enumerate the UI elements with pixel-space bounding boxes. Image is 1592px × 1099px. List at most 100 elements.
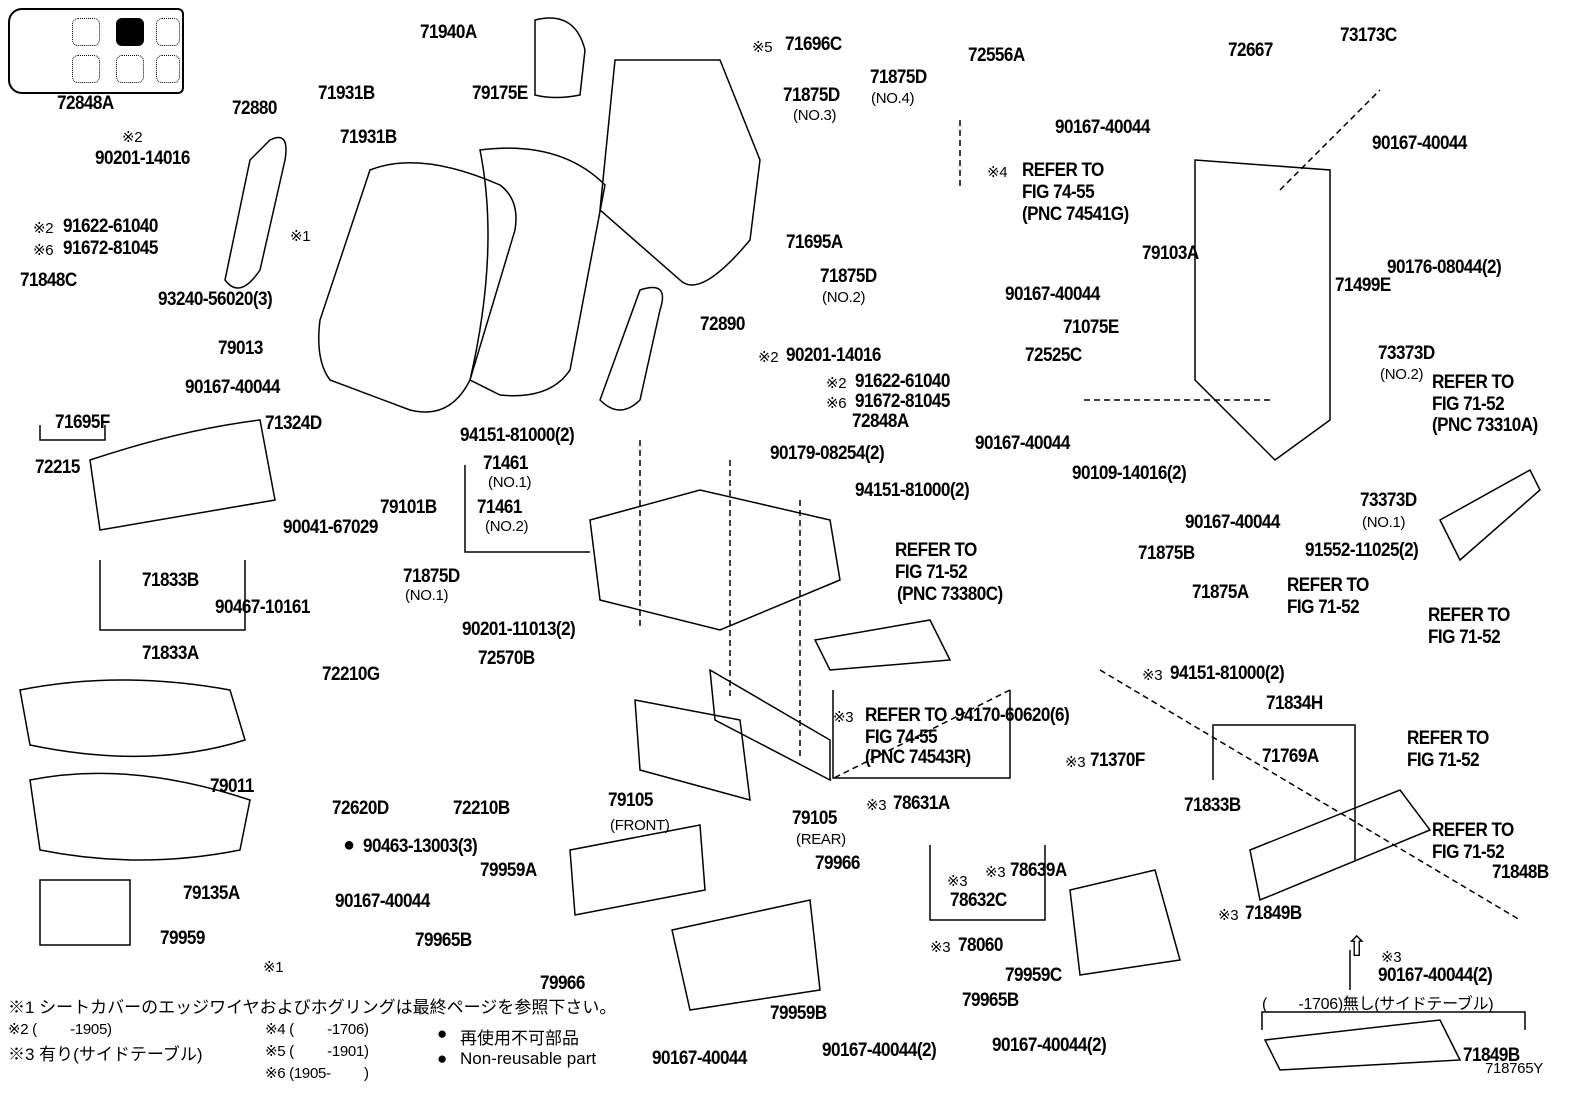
- part-label: 73173C: [1340, 25, 1397, 46]
- part-label: 91622-61040: [63, 216, 158, 237]
- ref-label: REFER TO: [1407, 728, 1489, 749]
- mark: ※3: [1381, 949, 1402, 966]
- seat-front-right: [72, 55, 100, 83]
- part-label: 94151-81000(2): [855, 480, 970, 501]
- part-label: 73373D: [1378, 343, 1435, 364]
- part-label: 71075E: [1063, 317, 1119, 338]
- part-label: 71834H: [1266, 693, 1323, 714]
- part-label: 90167-40044: [335, 891, 430, 912]
- part-label: 71833B: [1184, 795, 1241, 816]
- part-label: 71875D: [870, 67, 927, 88]
- ref-label: REFER TO: [1022, 160, 1104, 181]
- seat-belt: [1439, 468, 1541, 562]
- part-label: 71769A: [1262, 746, 1319, 767]
- part-label: 71849B: [1463, 1045, 1520, 1066]
- mark: ※5: [752, 39, 773, 56]
- sub-label: (NO.1): [405, 587, 449, 604]
- mark: ※4: [987, 164, 1008, 181]
- part-label: 79959B: [770, 1003, 827, 1024]
- seat-track-rear: [709, 668, 831, 782]
- sub-label: (NO.1): [1362, 514, 1406, 531]
- part-label: 71875A: [1192, 582, 1249, 603]
- sub-label: (REAR): [796, 831, 846, 848]
- part-label: 78632C: [950, 890, 1007, 911]
- part-label: 71695A: [786, 232, 843, 253]
- sub-label: (NO.2): [1380, 366, 1424, 383]
- mark: ※3: [1142, 667, 1163, 684]
- side-cover: [224, 136, 287, 289]
- ref-label: FIG 71-52: [1428, 627, 1501, 648]
- cover-72215: [89, 419, 276, 531]
- sub-label: (FRONT): [610, 817, 670, 834]
- headrest: [534, 17, 586, 99]
- side-table-note: ( -1706)無し(サイドテーブル): [1262, 996, 1494, 1013]
- part-label: 72210B: [453, 798, 510, 819]
- legend-en: Non-reusable part: [460, 1049, 597, 1068]
- note-3: ※3 有り(サイドテーブル): [8, 1045, 203, 1064]
- ref-label: FIG 74-55: [1022, 182, 1095, 203]
- part-label: 90179-08254(2): [770, 443, 885, 464]
- part-label: 71875D: [783, 85, 840, 106]
- ref-label: FIG 71-52: [1432, 842, 1505, 863]
- seat-track-front: [634, 699, 751, 802]
- part-label: 71848C: [20, 270, 77, 291]
- sub-label: (NO.4): [871, 90, 915, 107]
- part-label: 71696C: [785, 34, 842, 55]
- cushion-frame: [589, 489, 841, 631]
- part-label: 79966: [815, 853, 860, 874]
- part-label: 94151-81000(2): [1170, 663, 1285, 684]
- part-label: 90463-13003(3): [363, 836, 478, 857]
- mark: ※3: [985, 864, 1006, 881]
- note-5: ※5 ( -1901): [265, 1043, 369, 1060]
- seat-3rd-row: [156, 18, 180, 46]
- part-label: 71499E: [1335, 275, 1391, 296]
- note-2: ※2 ( -1905): [8, 1021, 112, 1038]
- mark: ※6: [33, 242, 54, 259]
- part-label: 71849B: [1245, 903, 1302, 924]
- seatback-cover: [318, 162, 517, 413]
- part-label: 94170-60620(6): [955, 705, 1070, 726]
- cushion-cover: [19, 679, 246, 758]
- part-label: 79959A: [480, 860, 537, 881]
- part-label: 71940A: [420, 22, 477, 43]
- ref-label: FIG 71-52: [895, 562, 968, 583]
- part-label: 79965B: [962, 990, 1019, 1011]
- part-label: 79101B: [380, 497, 437, 518]
- part-label: 90176-08044(2): [1387, 257, 1502, 278]
- part-label: 79966: [540, 973, 585, 994]
- part-label: 71931B: [340, 127, 397, 148]
- part-label: 93240-56020(3): [158, 289, 273, 310]
- mark: ※2: [33, 220, 54, 237]
- mark: ※2: [122, 129, 143, 146]
- ref-label: REFER TO: [1287, 575, 1369, 596]
- part-label: 90167-40044(2): [822, 1040, 937, 1061]
- part-label: 90167-40044: [1005, 284, 1100, 305]
- part-label: 71931B: [318, 83, 375, 104]
- seat-highlighted: [116, 18, 144, 46]
- part-label: 71833B: [142, 570, 199, 591]
- part-label: 71875B: [1138, 543, 1195, 564]
- ref-label: (PNC 74543R): [865, 747, 971, 768]
- part-label: 78060: [958, 935, 1003, 956]
- part-label: 79013: [218, 338, 263, 359]
- part-label: 72848A: [852, 411, 909, 432]
- part-label: 79105: [792, 808, 837, 829]
- ref-label: REFER TO: [895, 540, 977, 561]
- mark: ※1: [263, 959, 284, 976]
- non-reusable-dot-icon: ●: [343, 834, 356, 856]
- sub-label: (NO.1): [488, 474, 532, 491]
- part-label: 91672-81045: [63, 238, 158, 259]
- non-reusable-dot-icon: ●: [437, 1049, 448, 1068]
- part-label: 71370F: [1090, 750, 1145, 771]
- ref-label: REFER TO: [1428, 605, 1510, 626]
- part-label: 71875D: [403, 566, 460, 587]
- note-6: ※6 (1905- ): [265, 1065, 369, 1082]
- part-label: 71461: [483, 453, 528, 474]
- part-label: 91552-11025(2): [1305, 540, 1419, 561]
- part-label: 90167-40044: [185, 377, 280, 398]
- part-label: 91672-81045: [855, 391, 950, 412]
- arrow-up-icon: ⇧: [1345, 931, 1369, 962]
- ref-label: REFER TO: [865, 705, 947, 726]
- legend-jp: 再使用不可部品: [460, 1029, 579, 1048]
